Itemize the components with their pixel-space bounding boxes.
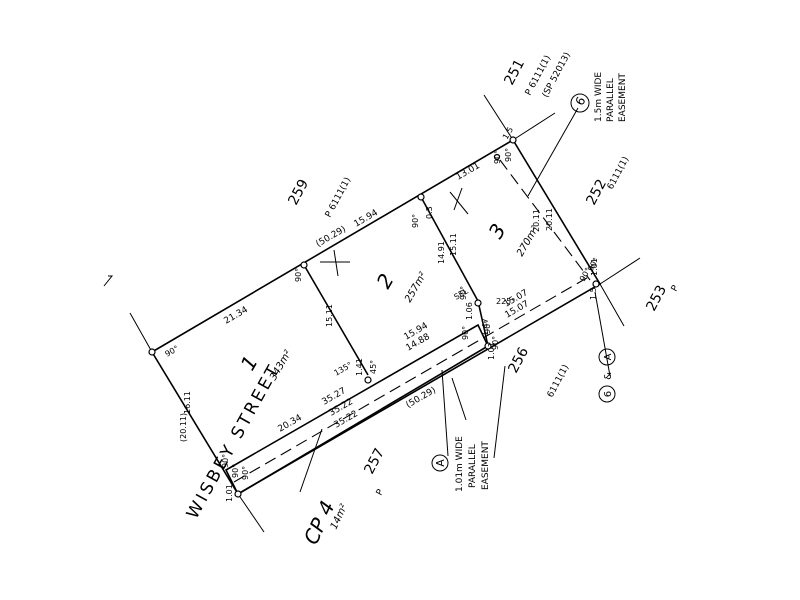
peg	[417, 193, 425, 201]
angle-top-right-a: 90°	[493, 150, 502, 164]
easement-a-text-3: EASEMENT	[481, 441, 491, 490]
easement-a-marker-text: A	[434, 459, 447, 467]
easement-a-text-2: PARALLEL	[468, 444, 478, 488]
angle-street-bottom-b: 90°	[231, 464, 240, 478]
cp4-leader	[299, 428, 323, 493]
dim-1-01-mid: 1.01	[487, 342, 496, 360]
dim-14-91: 14.91	[437, 241, 446, 264]
easement-6-line	[499, 159, 591, 281]
peg	[148, 348, 156, 356]
angle-225: 225°	[496, 297, 515, 306]
easement-combo-m2: A	[603, 353, 614, 360]
dim-1-5-bottom: 1.5	[589, 287, 598, 300]
lot-1-2-division	[303, 264, 369, 376]
peg	[509, 136, 517, 144]
neighbour-252-number: 252	[583, 177, 610, 208]
boundary-ext-right	[599, 257, 641, 285]
lot-2-area: 257m²	[403, 271, 429, 305]
neighbour-257-plan: P	[375, 487, 387, 497]
dim-16-11: 16.11	[183, 391, 192, 414]
boundary-ext-left	[129, 312, 153, 353]
easement-combo-amp: &	[603, 372, 614, 380]
easement-a-marker	[431, 454, 449, 472]
boundary-ext-left-bottom	[237, 493, 265, 533]
angle-corner-street-top: 90°	[164, 344, 181, 359]
dim-50-29-bottom: (50.29)	[405, 386, 438, 411]
dim-1-41: 1.41	[355, 358, 364, 376]
angle-mid-a: 90°	[461, 326, 470, 340]
dim-13-01: 13.01	[455, 161, 482, 183]
neighbour-253-number: 253	[643, 283, 670, 314]
dim-15-11-lot1: 15.11	[325, 304, 334, 327]
easement-combo-m1: 6	[603, 391, 614, 397]
peg	[484, 342, 492, 350]
angle-street-bottom-a: 90°	[221, 454, 230, 468]
boundary-ext-top	[483, 94, 514, 141]
dim-1-47: 1.47	[481, 318, 490, 336]
dim-0-3: 0.3	[425, 206, 434, 219]
easement-a-marker-combo	[598, 348, 616, 366]
lot-boundary	[150, 138, 602, 496]
easement-a-leader-2	[493, 365, 506, 459]
neighbour-257-number: 257	[361, 446, 388, 477]
easement-combo-leader	[594, 291, 611, 377]
neighbour-256-plan: 6111(1)	[546, 363, 572, 399]
dim-leader-50	[451, 377, 467, 421]
peg	[300, 261, 308, 269]
neighbour-252-plan: 6111(1)	[606, 155, 632, 191]
dim-20-11-street: (20.11)	[179, 413, 188, 442]
easement-a-line	[233, 274, 593, 483]
angle-lot1-top: 90°	[294, 268, 303, 282]
lot-3-number: 3	[484, 219, 511, 242]
peg	[234, 490, 242, 498]
easement-6-text-2: PARALLEL	[606, 78, 616, 122]
north-arrow-icon	[103, 275, 114, 287]
peg	[364, 376, 372, 384]
easement-6-marker-combo	[598, 385, 616, 403]
boundary-ext-top-right	[512, 112, 556, 141]
dim-1-06: 1.06	[465, 302, 474, 320]
neighbour-251-number: 251	[501, 57, 528, 88]
angle-top-right-b: 90°	[504, 148, 513, 162]
easement-6-marker	[570, 93, 590, 113]
dim-20-11-a: 20.11	[532, 209, 541, 232]
easement-6-text-3: EASEMENT	[618, 73, 628, 122]
angle-mid-c: 90°	[491, 336, 500, 350]
easement-a-leader-1	[441, 369, 449, 457]
easement-a-text-1: 1.01m WIDE	[455, 436, 465, 492]
peg	[474, 299, 482, 307]
neighbour-259-number: 259	[285, 177, 312, 208]
cp4-access-strip	[224, 323, 490, 496]
neighbour-259-plan: P 6111(1)	[324, 176, 353, 220]
angle-lot3-bottom: 90°	[459, 286, 468, 300]
easement-6-leader	[527, 107, 579, 197]
peg	[493, 153, 501, 161]
angle-mid-b: 90°	[483, 320, 492, 334]
neighbour-253-plan: P	[670, 283, 682, 293]
dim-20-34: 20.34	[277, 413, 305, 435]
peg	[592, 280, 600, 288]
lot-1-number: 1	[236, 351, 263, 374]
angle-45: 45°	[369, 360, 378, 374]
angle-lot2-top: 90°	[411, 214, 420, 228]
dim-20-11-b: 20.11	[545, 208, 554, 231]
tree-mark	[320, 249, 350, 277]
lot-2-number: 2	[372, 269, 399, 292]
angle-135: 135°	[333, 360, 354, 377]
dim-1-01-corner: 1.01	[225, 484, 234, 502]
easement-6-text-1: 1.5m WIDE	[594, 72, 604, 122]
dim-15-11-lot2: 15.11	[449, 233, 458, 256]
neighbour-256-number: 256	[505, 345, 532, 376]
boundary-ext-bottom	[599, 283, 625, 327]
dim-1-01-right: 1.01	[590, 258, 599, 276]
angle-street-bottom-c: 90°	[241, 466, 250, 480]
tree-mark	[449, 187, 469, 215]
